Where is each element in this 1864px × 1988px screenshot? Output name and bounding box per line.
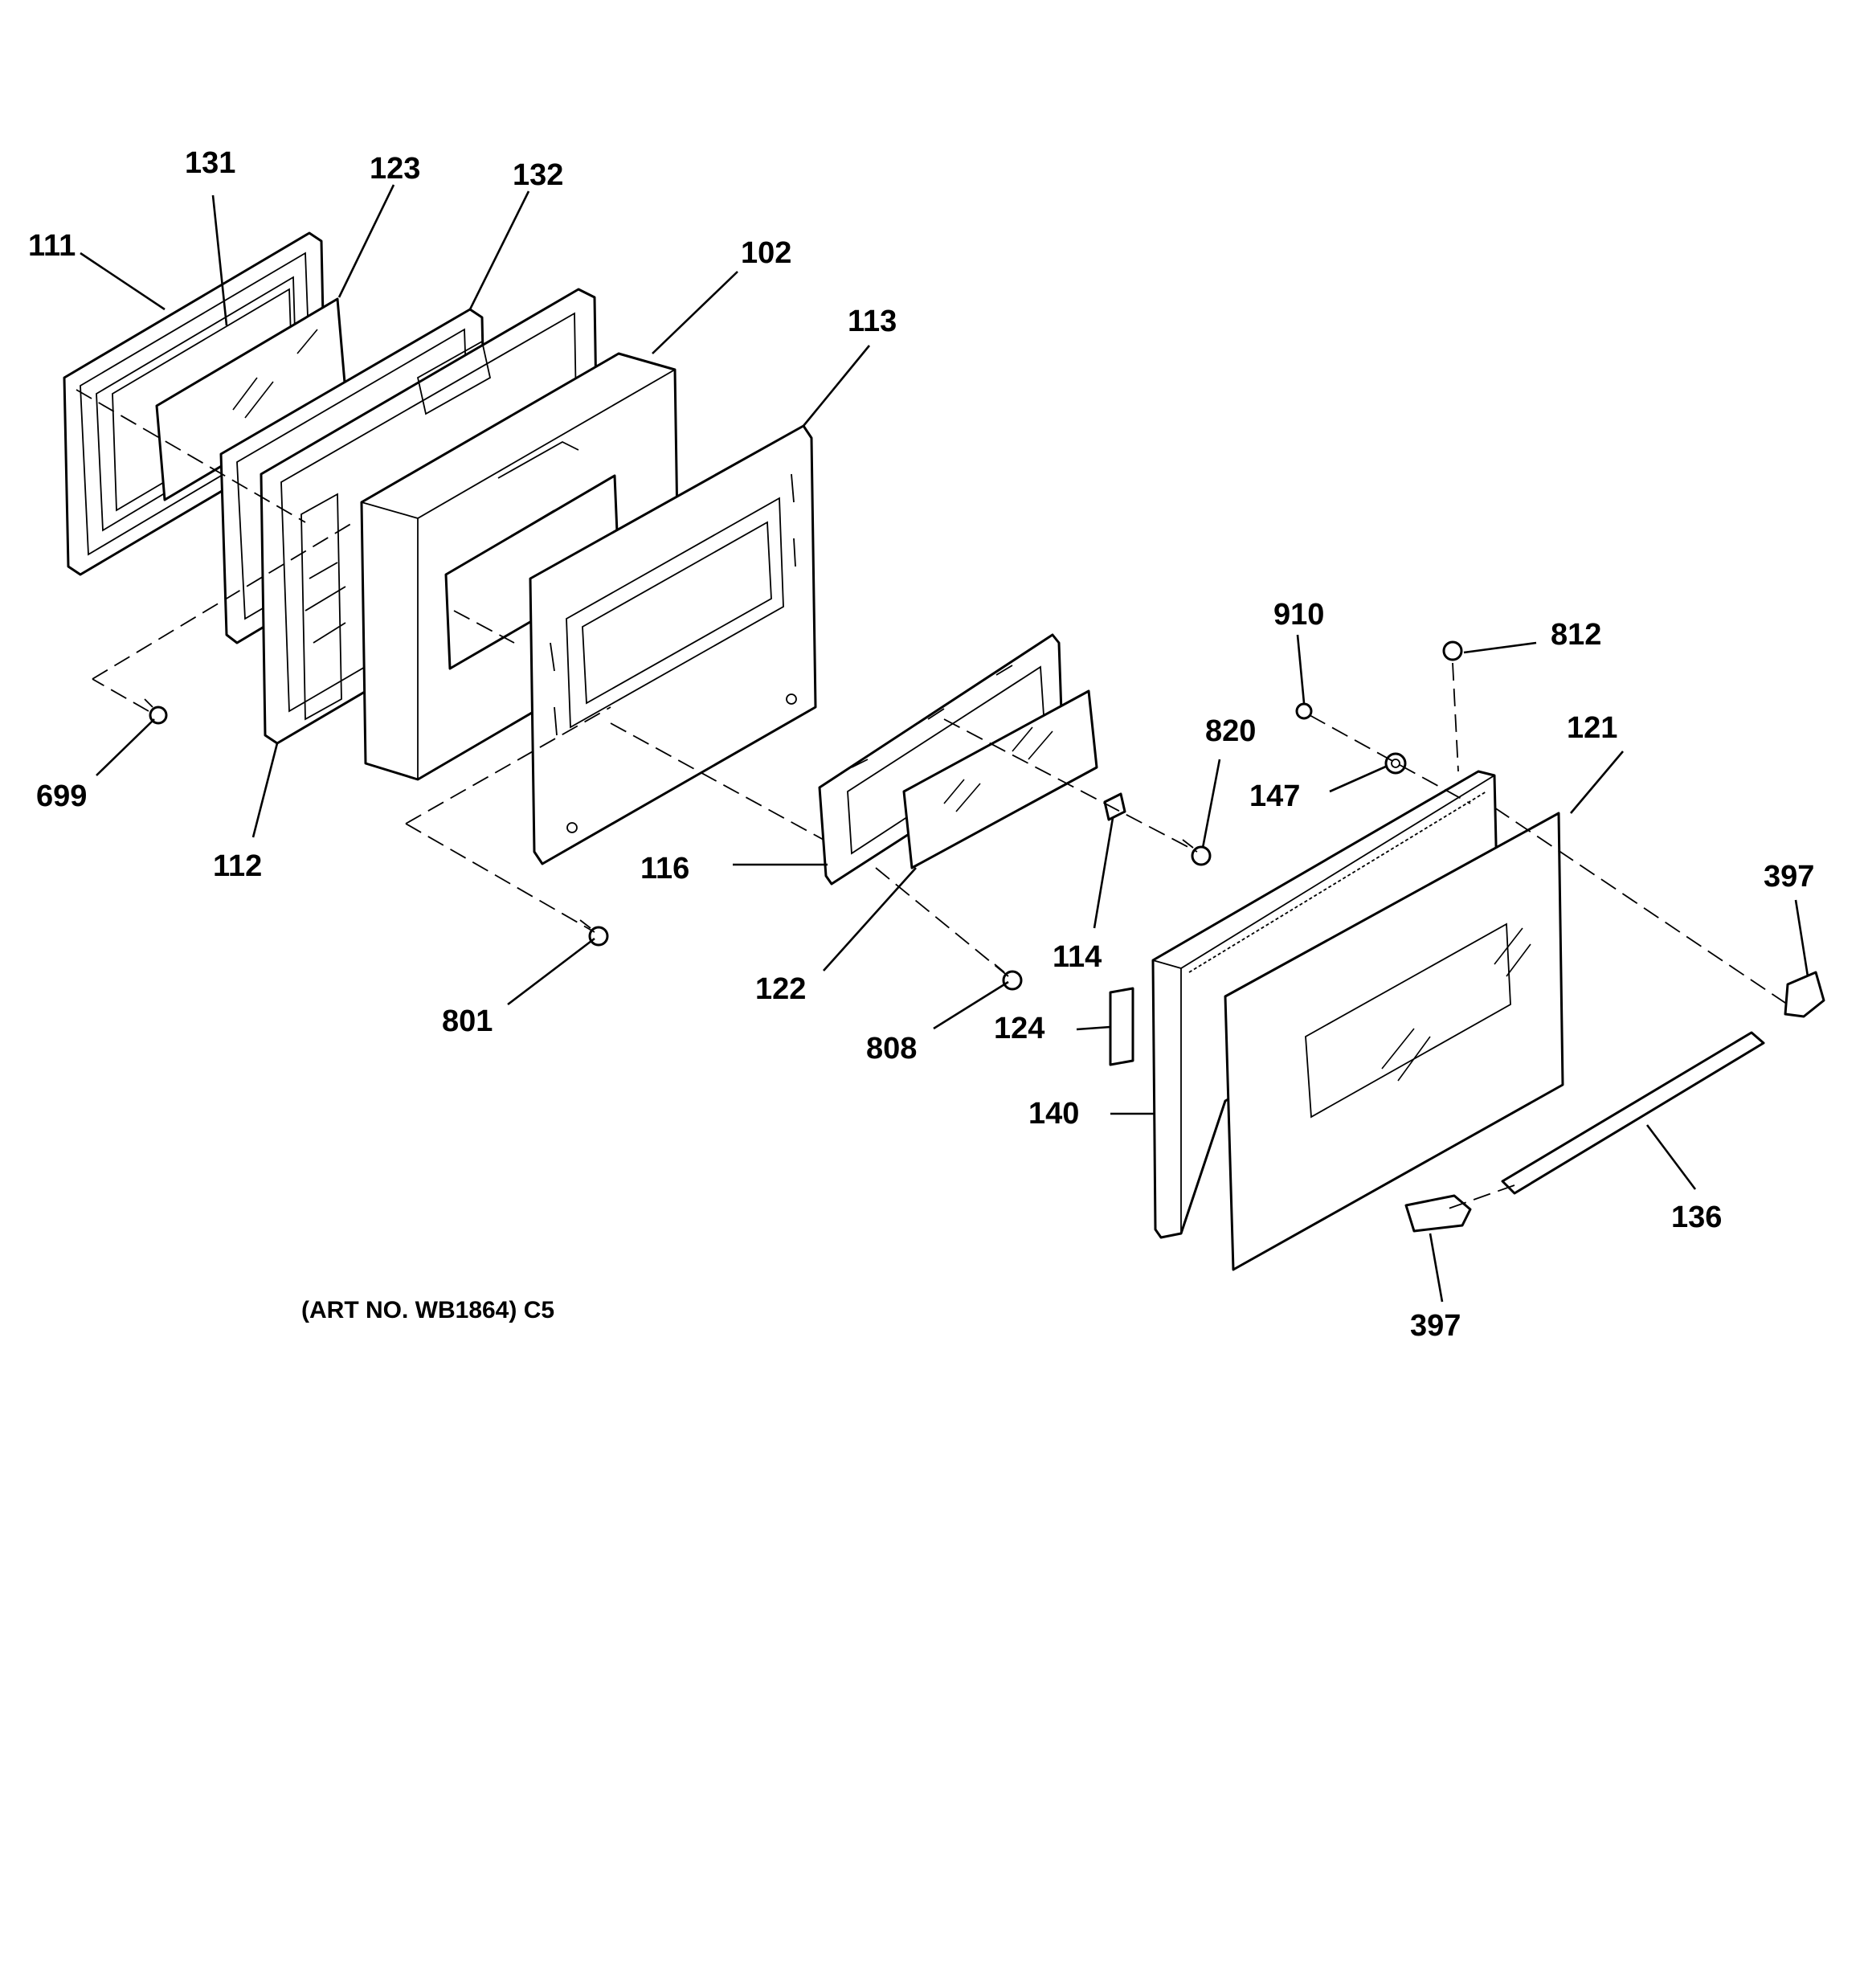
callout-397-top: 397 bbox=[1764, 860, 1814, 894]
callout-102: 102 bbox=[741, 236, 791, 270]
callout-136: 136 bbox=[1671, 1201, 1722, 1234]
callout-116: 116 bbox=[640, 852, 689, 886]
callout-812: 812 bbox=[1551, 618, 1601, 652]
part-136-door-handle bbox=[1501, 1031, 1765, 1195]
callout-801: 801 bbox=[442, 1004, 493, 1038]
callout-699: 699 bbox=[36, 779, 87, 813]
callout-124: 124 bbox=[994, 1012, 1044, 1045]
assembly-lines bbox=[76, 389, 1788, 1210]
screw-820 bbox=[1182, 839, 1212, 866]
screw-801 bbox=[579, 919, 609, 947]
part-397-handle-endcap-top bbox=[1784, 971, 1825, 1018]
callout-123: 123 bbox=[370, 152, 420, 186]
callout-808: 808 bbox=[866, 1032, 917, 1066]
callout-910: 910 bbox=[1273, 598, 1324, 632]
callout-114: 114 bbox=[1053, 940, 1102, 974]
callout-131: 131 bbox=[185, 146, 235, 180]
callout-397-bottom: 397 bbox=[1410, 1309, 1461, 1343]
callout-113: 113 bbox=[848, 305, 897, 338]
art-number-caption: (ART NO. WB1864) C5 bbox=[301, 1297, 554, 1323]
part-121-outer-glass bbox=[1224, 812, 1564, 1271]
callout-140: 140 bbox=[1028, 1097, 1079, 1131]
callout-147: 147 bbox=[1249, 779, 1300, 813]
callout-112: 112 bbox=[213, 849, 262, 883]
callout-111: 111 bbox=[28, 229, 76, 263]
part-124-trim-piece bbox=[1109, 987, 1134, 1066]
callout-132: 132 bbox=[513, 158, 563, 192]
screw-812 bbox=[1442, 640, 1463, 661]
part-114-clip bbox=[1103, 792, 1126, 821]
callout-122: 122 bbox=[755, 972, 806, 1006]
leader-lines bbox=[80, 184, 1809, 1303]
callout-820: 820 bbox=[1205, 714, 1256, 748]
washer-147 bbox=[1384, 752, 1407, 775]
part-122-window-glass bbox=[902, 689, 1098, 869]
part-397-handle-endcap-bottom bbox=[1404, 1194, 1472, 1233]
screw-910 bbox=[1295, 702, 1313, 720]
callout-121: 121 bbox=[1567, 711, 1617, 745]
